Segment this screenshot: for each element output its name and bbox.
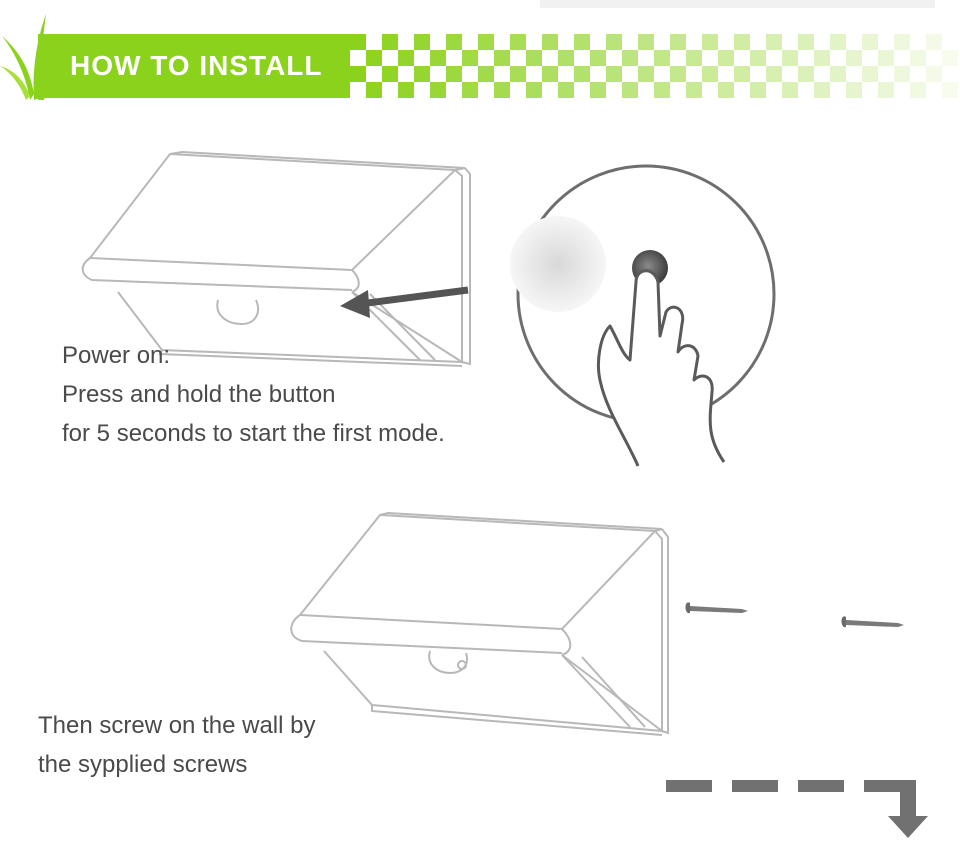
checker-cell — [910, 50, 926, 66]
checker-cell — [686, 82, 702, 98]
checker-cell — [366, 82, 382, 98]
checker-cell — [622, 82, 638, 98]
solar-light-body — [81, 150, 471, 367]
solar-light-power-button — [81, 150, 776, 467]
checker-cell — [638, 66, 654, 82]
checker-cell — [798, 34, 814, 50]
checker-cell — [798, 66, 814, 82]
checker-cell — [718, 82, 734, 98]
checker-pattern — [350, 34, 958, 98]
checker-cell — [814, 82, 830, 98]
checker-cell — [942, 50, 958, 66]
checker-cell — [702, 34, 718, 50]
checker-cell — [446, 66, 462, 82]
checker-cell — [542, 34, 558, 50]
checker-cell — [862, 66, 878, 82]
checker-cell — [606, 34, 622, 50]
checker-cell — [670, 66, 686, 82]
checker-cell — [398, 50, 414, 66]
checker-cell — [830, 66, 846, 82]
solar-light-body — [290, 511, 669, 736]
checker-cell — [446, 34, 462, 50]
checker-cell — [478, 66, 494, 82]
screw-icon-1 — [685, 602, 748, 614]
checker-cell — [814, 50, 830, 66]
checker-cell — [574, 66, 590, 82]
checker-cell — [878, 82, 894, 98]
checker-cell — [862, 34, 878, 50]
checker-cell — [718, 50, 734, 66]
step2-line-2: the sypplied screws — [38, 751, 248, 778]
checker-cell — [846, 82, 862, 98]
checker-cell — [654, 50, 670, 66]
checker-cell — [462, 82, 478, 98]
checker-cell — [878, 50, 894, 66]
checker-cell — [366, 50, 382, 66]
checker-cell — [894, 66, 910, 82]
checker-cell — [590, 82, 606, 98]
checker-cell — [526, 50, 542, 66]
checker-cell — [398, 82, 414, 98]
checker-cell — [670, 34, 686, 50]
checker-cell — [638, 34, 654, 50]
checker-cell — [494, 50, 510, 66]
checker-cell — [510, 34, 526, 50]
checker-cell — [766, 34, 782, 50]
checker-cell — [750, 50, 766, 66]
top-rule — [540, 0, 935, 8]
checker-cell — [606, 66, 622, 82]
checker-cell — [686, 50, 702, 66]
checker-cell — [654, 82, 670, 98]
checker-cell — [734, 34, 750, 50]
checker-cell — [494, 82, 510, 98]
section-header: HOW TO INSTALL — [0, 0, 960, 120]
checker-cell — [430, 82, 446, 98]
dashed-arrow-down-icon — [666, 780, 928, 838]
screw-icon-2 — [841, 616, 904, 628]
checker-cell — [558, 50, 574, 66]
checker-cell — [414, 66, 430, 82]
checker-cell — [590, 50, 606, 66]
checker-cell — [414, 34, 430, 50]
title-bar — [38, 34, 350, 98]
checker-cell — [926, 66, 942, 82]
solar-light-wall-mount — [290, 511, 904, 736]
step1-line-3: for 5 seconds to start the first mode. — [62, 420, 445, 447]
checker-cell — [894, 34, 910, 50]
checker-cell — [430, 50, 446, 66]
step1-caption: Power on: Press and hold the button for … — [62, 336, 445, 453]
hand-icon — [596, 269, 726, 467]
checker-cell — [462, 50, 478, 66]
checker-cell — [750, 82, 766, 98]
checker-cell — [382, 66, 398, 82]
checker-cell — [574, 34, 590, 50]
checker-cell — [942, 82, 958, 98]
checker-cell — [526, 82, 542, 98]
pointer-arrow — [340, 286, 469, 318]
checker-cell — [910, 82, 926, 98]
checker-cell — [478, 34, 494, 50]
checker-cell — [382, 34, 398, 50]
page-title: HOW TO INSTALL — [70, 50, 323, 81]
checker-cell — [622, 50, 638, 66]
checker-cell — [926, 34, 942, 50]
checker-cell — [350, 34, 366, 50]
checker-cell — [782, 82, 798, 98]
checker-cell — [830, 34, 846, 50]
checker-cell — [510, 66, 526, 82]
step2-caption: Then screw on the wall by the sypplied s… — [38, 706, 315, 784]
step2-line-1: Then screw on the wall by — [38, 712, 316, 739]
checker-cell — [542, 66, 558, 82]
step1-line-1: Power on: — [62, 342, 171, 369]
checker-cell — [734, 66, 750, 82]
checker-cell — [702, 66, 718, 82]
checker-cell — [846, 50, 862, 66]
checker-cell — [766, 66, 782, 82]
checker-cell — [558, 82, 574, 98]
checker-cell — [782, 50, 798, 66]
checker-cell — [350, 66, 366, 82]
step1-line-2: Press and hold the button — [62, 381, 336, 408]
